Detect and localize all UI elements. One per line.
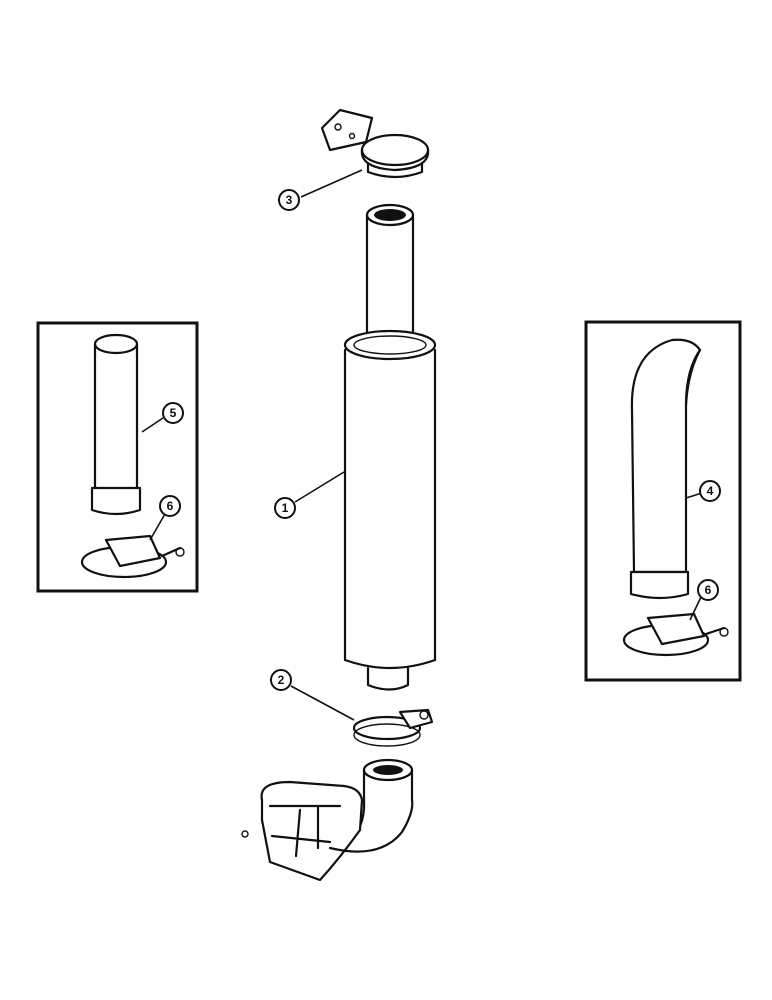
leader-3 [300,169,363,198]
leader-2 [290,685,355,721]
left-clamp [80,534,185,579]
right-clamp [622,612,729,657]
inset-curved-pipe [584,320,742,682]
svg-text:2: 2 [278,673,285,687]
svg-text:5: 5 [170,406,177,420]
svg-text:6: 6 [167,499,174,513]
straight-pipe [90,333,142,516]
svg-text:6: 6 [705,583,712,597]
callout-3: 3 [278,189,300,211]
exhaust-elbow [241,758,414,882]
lower-clamp [352,708,434,747]
curved-pipe [629,338,702,600]
leader-1 [294,471,345,503]
callout-1: 1 [274,497,296,519]
svg-text:1: 1 [282,501,289,515]
callout-6-left: 6 [159,495,181,517]
leader-5 [141,417,164,433]
rain-cap [320,108,430,179]
inset-straight-pipe [36,321,199,593]
muffler [343,203,437,691]
svg-text:3: 3 [286,193,293,207]
svg-text:4: 4 [707,484,714,498]
leader-6-left [149,513,166,541]
callout-2: 2 [270,669,292,691]
leader-4 [685,492,703,499]
callout-6-right: 6 [697,579,719,601]
callout-4: 4 [699,480,721,502]
leader-6-right [689,594,703,621]
callout-5: 5 [162,402,184,424]
